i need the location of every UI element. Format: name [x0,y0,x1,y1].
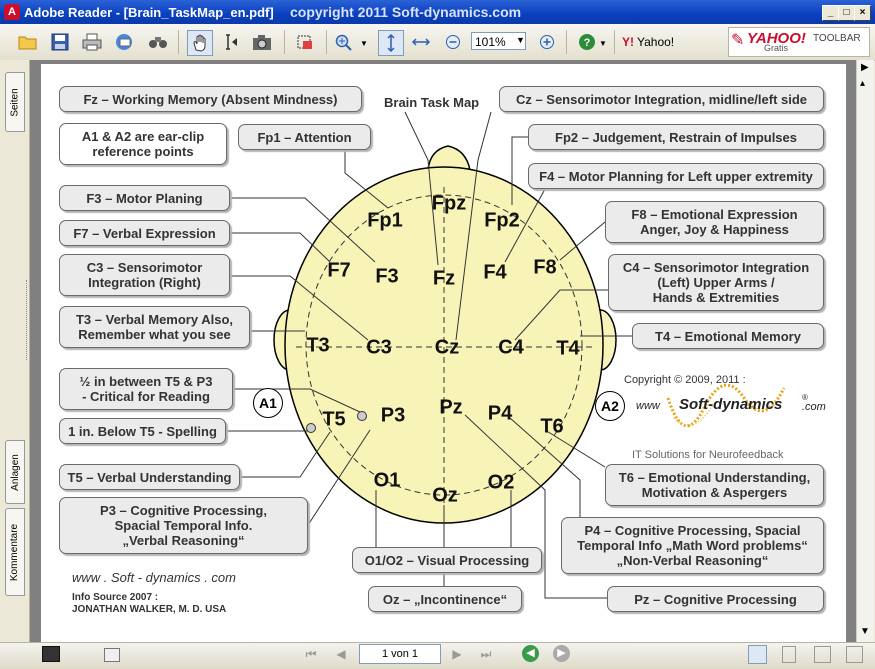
single-page-view-icon[interactable] [748,645,767,664]
logo-www: www [636,400,660,412]
electrode-c3: C3 [366,337,392,360]
electrode-fpz: Fpz [432,193,466,216]
facing-view-icon[interactable] [814,646,831,663]
electrode-o2: O2 [488,472,515,495]
previous-page-icon[interactable]: ◀ [333,646,349,662]
label-fp1: Fp1 – Attention [238,124,371,150]
label-pz: Pz – Cognitive Processing [607,586,824,612]
electrode-c4: C4 [498,337,524,360]
label-c3: C3 – Sensorimotor Integration (Right) [59,254,230,296]
logo-tld: .com [802,401,826,413]
electrode-fz: Fz [433,268,455,291]
ear-a2: A2 [595,391,625,421]
electrode-fp2: Fp2 [484,210,520,233]
label-oz: Oz – „Incontinence“ [368,586,522,612]
page-layout-icon[interactable] [104,648,120,662]
label-f8: F8 – Emotional Expression Anger, Joy & H… [605,201,824,243]
electrode-fp1: Fp1 [367,210,403,233]
label-f7: F7 – Verbal Expression [59,220,230,246]
map-title: Brain Task Map [384,95,479,110]
label-cz: Cz – Sensorimotor Integration, midline/l… [499,86,824,112]
label-p4: P4 – Cognitive Processing, Spacial Tempo… [561,517,824,574]
electrode-pz: Pz [439,397,462,420]
electrode-t6: T6 [540,416,563,439]
label-t4: T4 – Emotional Memory [632,323,824,349]
logo-brand: Soft-dynamics [679,396,782,413]
electrode-p4: P4 [488,403,512,426]
label-o1-o2: O1/O2 – Visual Processing [352,547,542,573]
label-fz: Fz – Working Memory (Absent Mindness) [59,86,362,112]
label-below-t5: 1 in. Below T5 - Spelling [59,418,226,444]
label-p3: P3 – Cognitive Processing, Spacial Tempo… [59,497,308,554]
electrode-t3: T3 [306,335,329,358]
label-fp2: Fp2 – Judgement, Restrain of Impulses [528,124,824,150]
continuous-view-icon[interactable] [782,646,796,663]
label-a1-a2: A1 & A2 are ear-clip reference points [59,123,227,165]
electrode-p3: P3 [381,405,405,428]
label-f3: F3 – Motor Planing [59,185,230,211]
monitor-icon[interactable] [42,646,60,662]
label-half-t5-p3: ½ in between T5 & P3 - Critical for Read… [59,368,233,410]
electrode-f3: F3 [375,266,398,289]
electrode-o1: O1 [374,470,401,493]
first-page-icon[interactable]: ⏮ [303,646,319,662]
next-page-icon[interactable]: ▶ [449,646,465,662]
logo-tagline: IT Solutions for Neurofeedback [632,449,783,461]
electrode-cz: Cz [435,337,459,360]
ear-a1: A1 [253,388,283,418]
label-t5: T5 – Verbal Understanding [59,464,240,490]
marker-dot [358,412,367,421]
footer-author: JONATHAN WALKER, M. D. USA [72,604,226,615]
label-t6: T6 – Emotional Understanding, Motivation… [605,464,824,506]
label-f4: F4 – Motor Planning for Left upper extre… [528,163,824,189]
label-t3: T3 – Verbal Memory Also, Remember what y… [59,306,250,348]
electrode-t5: T5 [322,409,345,432]
electrode-t4: T4 [556,338,579,361]
electrode-f7: F7 [327,260,350,283]
footer-source: Info Source 2007 : [72,592,158,603]
electrode-oz: Oz [432,485,458,508]
back-view-icon[interactable]: ◀ [522,645,539,662]
continuous-facing-view-icon[interactable] [846,646,863,663]
forward-view-icon[interactable]: ▶ [553,645,570,662]
electrode-f4: F4 [483,262,506,285]
electrode-f8: F8 [533,257,556,280]
label-c4: C4 – Sensorimotor Integration (Left) Upp… [608,254,824,311]
footer-site: www . Soft - dynamics . com [72,571,236,585]
last-page-icon[interactable]: ⏭ [478,646,494,662]
page-number-input[interactable]: 1 von 1 [359,644,441,664]
marker-dot [307,424,316,433]
